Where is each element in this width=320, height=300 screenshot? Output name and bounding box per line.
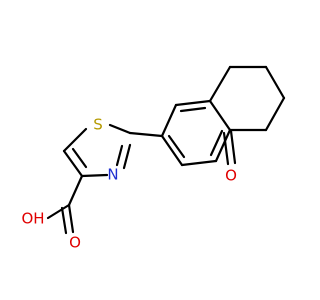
- bond-cooh-o-a: [67, 203, 75, 234]
- bond-n3-c4: [80, 173, 109, 178]
- bond-ar-4-5: [214, 128, 232, 163]
- bond-ring-4: [264, 96, 286, 132]
- molecule-structure: S N O O OH: [21, 65, 286, 252]
- bond-ar-inner-c: [167, 134, 186, 159]
- bond-c4-cooh: [67, 174, 84, 207]
- bond-ar-2-3: [174, 99, 212, 107]
- bond-ring-3: [264, 65, 286, 100]
- bond-ar-5-6: [180, 159, 218, 167]
- bond-ring-1: [208, 65, 232, 103]
- bond-ar-3-4: [208, 99, 232, 132]
- bond-c2-n3: [122, 143, 132, 170]
- bond-c2-n3-inner: [115, 144, 124, 167]
- bond-ketone-a: [229, 129, 237, 165]
- bond-ar-6-1: [160, 134, 184, 167]
- bond-ar-1-2: [160, 103, 178, 138]
- bond-ar-inner-a: [179, 106, 207, 113]
- bond-ketone-b: [222, 131, 230, 166]
- bond-c4-c5: [62, 149, 84, 178]
- bond-cooh-o-b: [60, 206, 68, 235]
- bond-c4-c5-inner: [71, 147, 88, 169]
- bond-ar-inner-b: [209, 129, 224, 157]
- bond-c2-aryl: [128, 131, 164, 138]
- hydroxyl-label: OH: [21, 210, 44, 228]
- ketone-oxygen-label: O: [225, 167, 237, 185]
- bond-c5-s1: [62, 127, 88, 153]
- carbonyl-oxygen-label: O: [69, 234, 81, 252]
- bond-s-c2: [108, 123, 132, 135]
- structure-canvas: S N O O OH: [21, 65, 286, 252]
- sulfur-atom-label: S: [93, 116, 103, 134]
- nitrogen-atom-label: N: [107, 166, 118, 184]
- bond-cooh-oh: [46, 203, 71, 220]
